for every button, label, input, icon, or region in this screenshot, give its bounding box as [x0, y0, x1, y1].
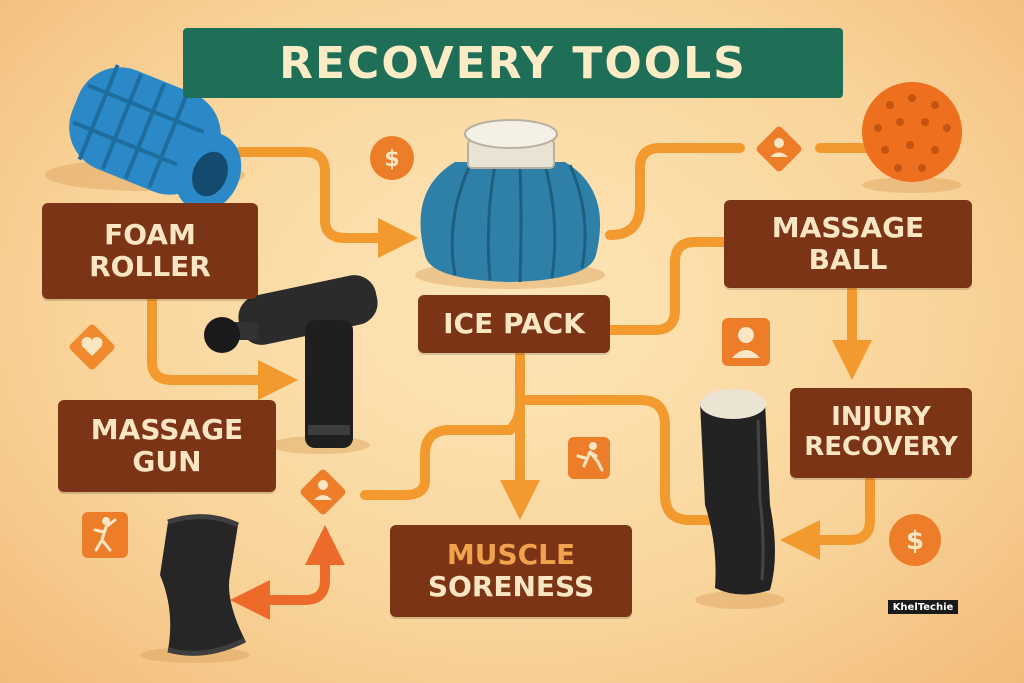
ice-pack-image: [415, 119, 605, 289]
watermark-logo: KhelTechie: [888, 600, 958, 614]
arrow-ice-to-injury: [515, 395, 725, 525]
arrow-foam-to-ice: [235, 147, 418, 258]
runner-icon: [568, 437, 610, 479]
arrow-sleeve-double: [230, 525, 345, 620]
dollar-icon: $: [370, 136, 414, 180]
label-muscle-soreness: MUSCLE SORENESS: [390, 525, 632, 617]
title-banner: RECOVERY TOOLS: [183, 28, 843, 98]
arrow-foam-to-gun: [147, 293, 298, 400]
svg-text:$: $: [906, 526, 924, 556]
label-foam-roller: FOAM ROLLER: [42, 203, 258, 299]
dancer-icon: [82, 512, 128, 558]
page-title: RECOVERY TOOLS: [279, 37, 747, 89]
arrow-icepack-right: [605, 237, 730, 335]
heart-icon: [69, 324, 115, 370]
person-diamond-icon: [300, 469, 346, 515]
arrow-ice-to-ball: [605, 143, 745, 240]
arrow-injury-back: [780, 475, 875, 560]
massage-gun-image: [204, 275, 378, 454]
flow-arrows: [147, 143, 875, 560]
arrow-ice-to-soreness: [360, 350, 525, 500]
compression-sleeve-image: [695, 389, 785, 609]
knee-sleeve-image: [140, 514, 250, 663]
massage-ball-image: [862, 82, 962, 193]
person-icon: [756, 126, 802, 172]
svg-text:$: $: [384, 147, 399, 172]
label-injury-recovery: INJURY RECOVERY: [790, 388, 972, 478]
dollar-icon: $: [889, 514, 941, 566]
user-card-icon: [722, 318, 770, 366]
foam-roller-image: [45, 64, 245, 211]
label-massage-gun: MASSAGE GUN: [58, 400, 276, 492]
label-massage-ball: MASSAGE BALL: [724, 200, 972, 288]
label-ice-pack: ICE PACK: [418, 295, 610, 353]
